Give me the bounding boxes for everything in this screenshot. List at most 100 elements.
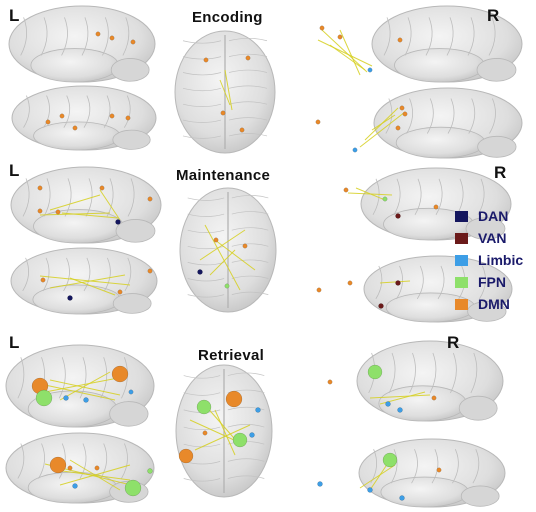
sulcus (183, 478, 221, 482)
sulcus (406, 98, 413, 134)
temporal-lobe (395, 126, 486, 159)
sulcus (425, 17, 433, 56)
node-fpn (124, 479, 142, 497)
node-limbic (128, 389, 134, 395)
brain-view (11, 85, 157, 151)
node-fpn (224, 283, 230, 289)
cerebellum (109, 401, 149, 427)
node-dmn (94, 465, 100, 471)
legend-item-limbic: Limbic (455, 250, 523, 270)
sulcus (79, 357, 87, 399)
sulcus (83, 95, 91, 128)
node-dmn (117, 289, 123, 295)
node-dmn (436, 467, 442, 473)
sulcus (227, 424, 265, 428)
sulcus (102, 17, 109, 56)
sulcus (231, 291, 269, 295)
left-hemisphere-label: L (9, 6, 20, 25)
legend-swatch-dmn (455, 298, 468, 310)
node-dmn (45, 119, 51, 125)
connection-edge (214, 409, 236, 456)
node-dmn (316, 287, 322, 293)
sulcus (231, 259, 269, 263)
sulcus (100, 443, 108, 479)
node-dmn (239, 127, 245, 133)
node-dan (115, 219, 121, 225)
node-dmn (395, 125, 401, 131)
node-dmn (327, 379, 333, 385)
legend-item-fpn: FPN (455, 272, 506, 292)
node-van (378, 303, 384, 309)
connection-edge (61, 212, 119, 219)
node-dan (197, 269, 203, 275)
connection-edge (321, 29, 368, 73)
sulcus (187, 245, 225, 250)
sulcus (22, 257, 30, 292)
node-fpn (367, 364, 383, 380)
node-dmn (111, 365, 129, 383)
sulcus (121, 357, 128, 399)
node-dmn (319, 25, 325, 31)
sulcus (414, 178, 422, 216)
legend-item-van: VAN (455, 228, 507, 248)
connection-edge (317, 39, 373, 67)
sulcus (183, 426, 221, 431)
connection-edge (49, 194, 101, 211)
node-fpn (232, 432, 248, 448)
connection-edge (219, 79, 231, 106)
connection-edge (355, 187, 386, 201)
node-dmn (125, 115, 131, 121)
brain-view (10, 166, 162, 244)
sulcus (452, 449, 459, 484)
sulcus (467, 17, 475, 56)
node-limbic (249, 432, 255, 438)
node-limbic (352, 147, 358, 153)
node-dmn (343, 187, 349, 193)
node-dmn (40, 277, 46, 283)
right-hemisphere-label: R (447, 333, 460, 352)
temporal-lobe (32, 284, 121, 315)
sulcus (385, 98, 393, 134)
sulcus (227, 406, 265, 411)
sulcus (227, 372, 265, 376)
connection-edge (359, 464, 396, 489)
node-dmn (95, 31, 101, 37)
sulcus (472, 449, 480, 484)
sulcus (228, 85, 268, 89)
sulcus (81, 17, 89, 56)
connection-edge (69, 277, 116, 296)
legend-item-dmn: DMN (455, 294, 510, 314)
sulcus (58, 443, 66, 479)
node-dmn (109, 35, 115, 41)
brain-view (360, 167, 512, 241)
sulcus (231, 275, 269, 279)
sulcus (390, 449, 398, 484)
connection-edge (339, 29, 361, 76)
node-dmn (315, 119, 321, 125)
sulcus (121, 443, 128, 479)
node-dmn (213, 237, 219, 243)
sulcus (437, 265, 445, 300)
sulcus (63, 95, 71, 128)
node-dmn (72, 125, 78, 131)
connection-edge (224, 69, 233, 111)
sulcus (187, 278, 225, 282)
cerebellum (465, 217, 506, 240)
connection-edge (209, 249, 236, 276)
node-dmn (59, 113, 65, 119)
sulcus (383, 17, 391, 56)
node-fpn (382, 452, 398, 468)
cerebellum (112, 293, 152, 314)
sulcus (182, 56, 222, 60)
brain-views (5, 5, 523, 508)
sulcus (122, 17, 130, 56)
legend-label-limbic: Limbic (478, 252, 524, 268)
legend-swatch-van (455, 232, 468, 244)
sulcus (388, 352, 396, 394)
node-van (395, 280, 401, 286)
connection-edge (369, 394, 431, 399)
sulcus (183, 375, 221, 379)
sulcus (83, 257, 91, 292)
connection-edge (49, 274, 126, 289)
